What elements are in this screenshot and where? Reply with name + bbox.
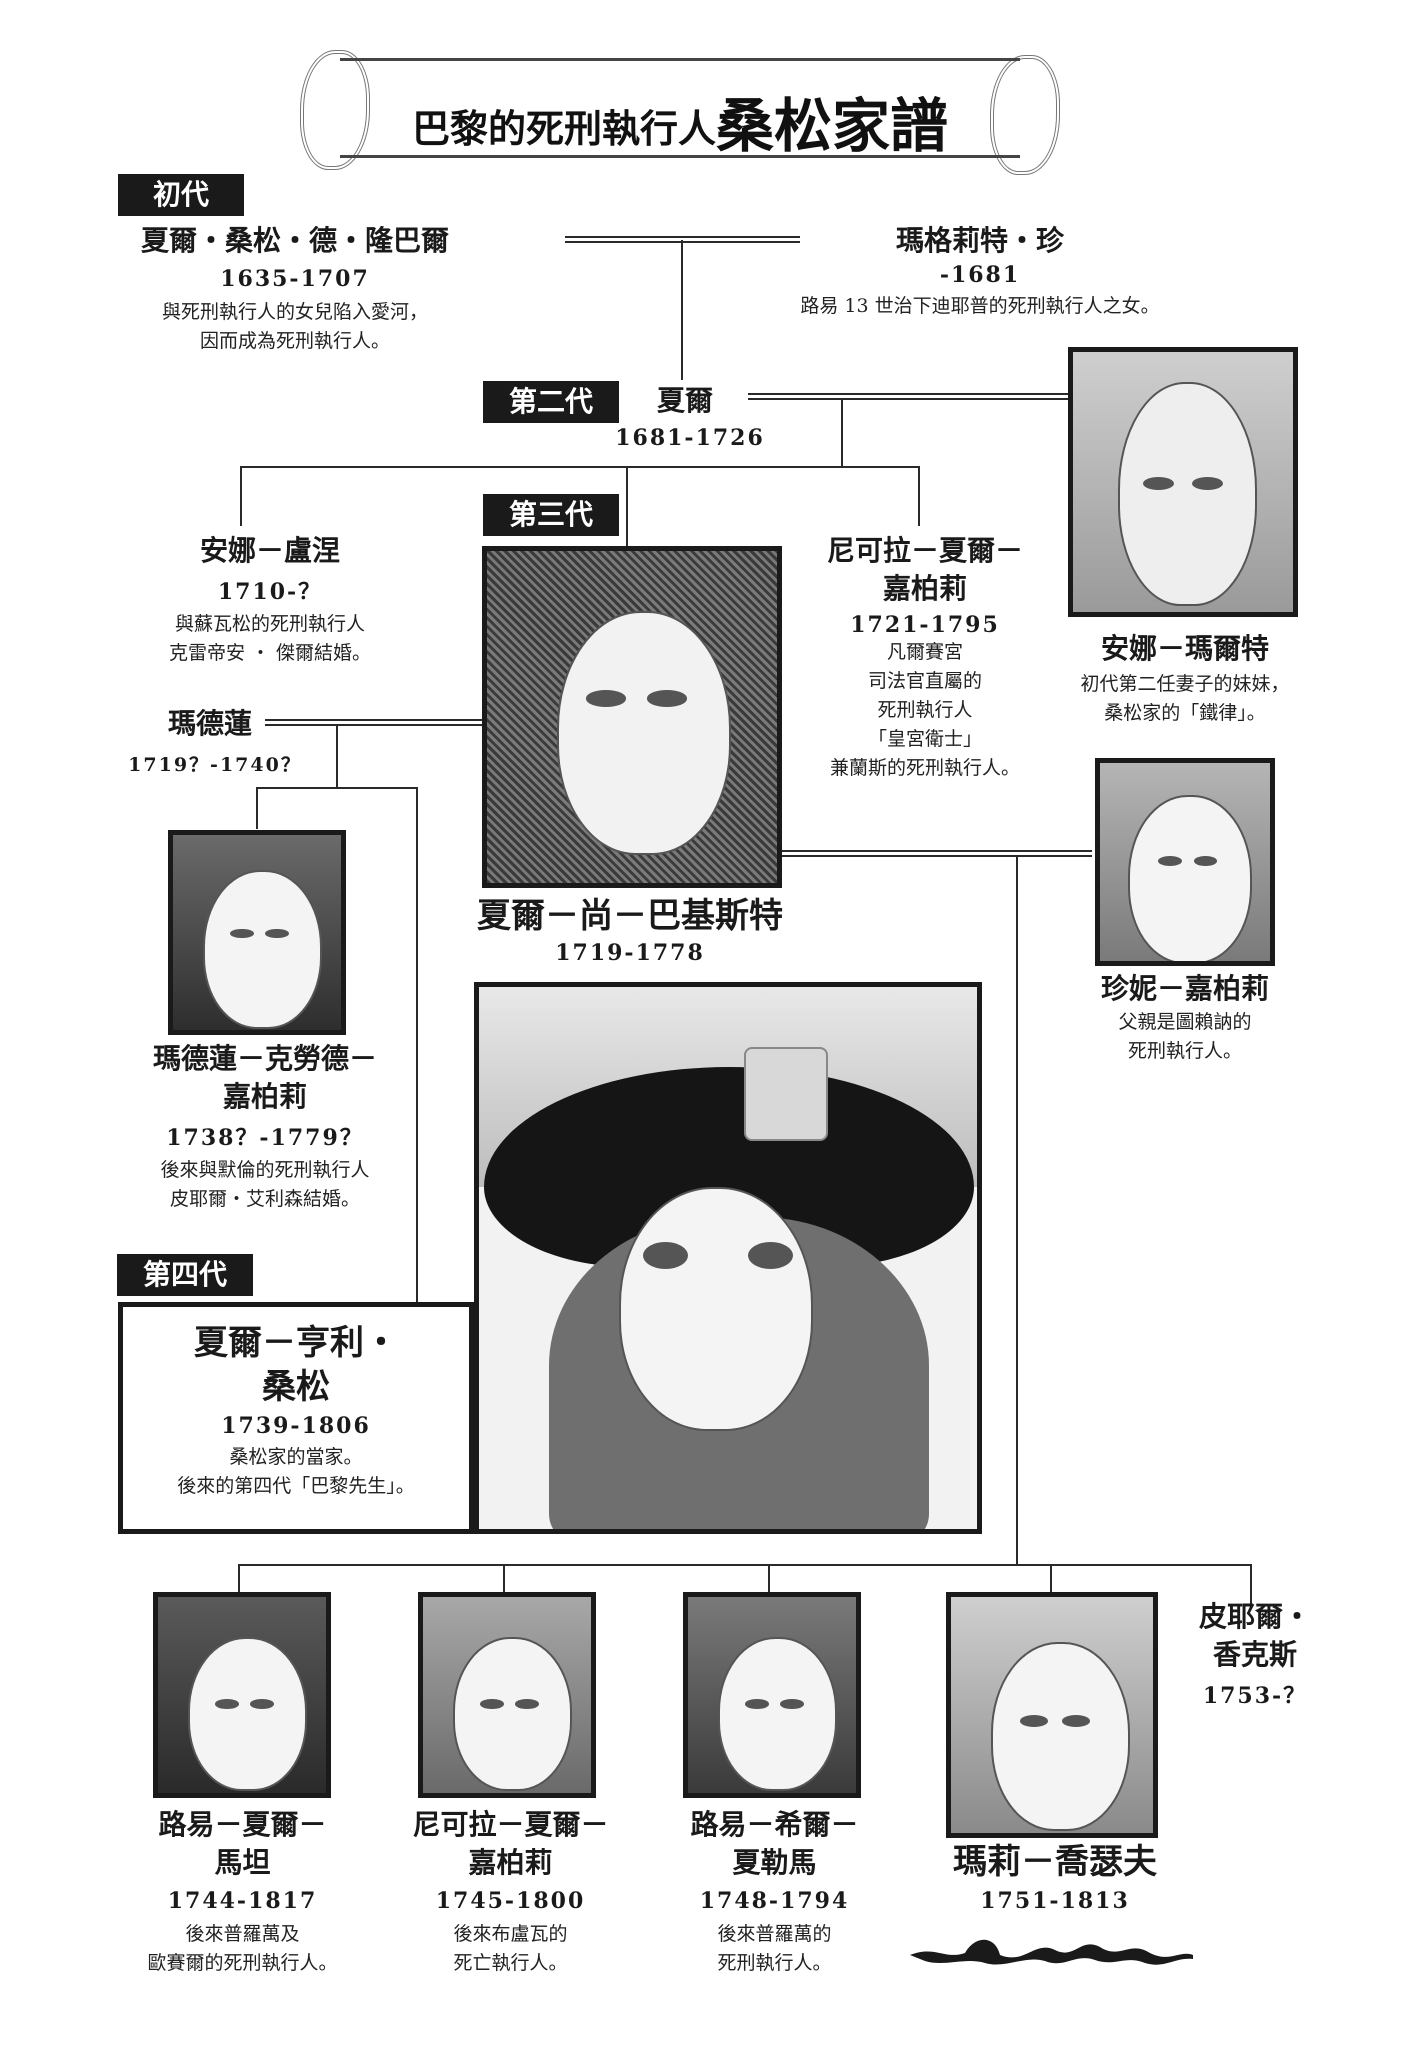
person-name-charles-jean-baptiste: 夏爾－尚－巴基斯特 <box>477 896 783 936</box>
ornament-left-icon <box>300 50 370 170</box>
connector <box>626 466 628 548</box>
person-name: 夏爾－亨利・ 桑松 <box>194 1323 398 1407</box>
sibling-bar-madeleine <box>256 787 418 789</box>
person-name: 瑪德蓮－克勞德－ 嘉柏莉 <box>152 1042 377 1113</box>
ink-flourish-icon <box>905 1925 1195 1975</box>
generation-label-2: 第二代 <box>483 381 619 423</box>
descent-line <box>681 240 683 380</box>
person-charles-henri-box: 夏爾－亨利・ 桑松 1739-1806 桑松家的當家。 後來的第四代「巴黎先生」… <box>118 1302 474 1534</box>
connector <box>336 726 338 788</box>
person-anne-marthe: 安娜－瑪爾特 初代第二任妻子的妹妹， 桑松家的「鐵律」。 <box>1030 630 1340 728</box>
person-note: 初代第二任妻子的妹妹， 桑松家的「鐵律」。 <box>1080 673 1290 724</box>
person-years: -1681 <box>939 262 1021 288</box>
person-years: 1753-？ <box>1202 1683 1308 1709</box>
person-years: 1738？-1779？ <box>166 1125 364 1151</box>
person-years: 1748-1794 <box>699 1888 850 1914</box>
person-name: 珍妮－嘉柏莉 <box>1100 972 1269 1005</box>
ornament-right-icon <box>990 55 1060 175</box>
marriage-line-2 <box>748 393 1070 400</box>
person-name: 夏爾・桑松・德・隆巴爾 <box>140 224 449 257</box>
connector <box>256 787 258 829</box>
person-name: 安娜－瑪爾特 <box>1100 632 1269 665</box>
portrait-anne-marthe <box>1068 347 1298 617</box>
person-name: 路易－夏爾－ 馬坦 <box>158 1808 327 1879</box>
person-marguerite: 瑪格莉特・珍 -1681 路易 13 世治下迪耶普的死刑執行人之女。 <box>730 222 1230 321</box>
portrait-louis-charles <box>153 1592 331 1798</box>
connector <box>240 466 242 526</box>
connector <box>918 466 920 526</box>
person-louis-cyr: 路易－希爾－ 夏勒馬 1748-1794 後來普羅萬的 死刑執行人。 <box>642 1806 907 1978</box>
marriage-line-3 <box>265 719 490 726</box>
person-years: 1635-1707 <box>220 266 370 292</box>
person-marie-josephe: 瑪莉－喬瑟夫 1751-1813 <box>900 1840 1210 1914</box>
connector <box>1250 1564 1252 1604</box>
person-note: 與蘇瓦松的死刑執行人 克雷帝安 ・ 傑爾結婚。 <box>168 613 372 664</box>
generation-label-1: 初代 <box>118 174 244 216</box>
person-jeanne: 珍妮－嘉柏莉 父親是圖賴訥的 死刑執行人。 <box>1060 970 1310 1066</box>
person-name: 瑪莉－喬瑟夫 <box>953 1842 1157 1882</box>
person-louis-charles: 路易－夏爾－ 馬坦 1744-1817 後來普羅萬及 歐賽爾的死刑執行人。 <box>110 1806 375 1978</box>
descent-line-2 <box>841 400 843 467</box>
person-note: 與死刑執行人的女兒陷入愛河， 因而成為死刑執行人。 <box>161 301 428 352</box>
portrait-nicolas-2 <box>418 1592 596 1798</box>
person-years: 1721-1795 <box>850 612 1000 638</box>
person-years-madeleine: 1719？-1740？ <box>128 754 302 776</box>
sibling-bar-3 <box>240 466 920 468</box>
person-anne-renee: 安娜－盧涅 1710-？ 與蘇瓦松的死刑執行人 克雷帝安 ・ 傑爾結婚。 <box>140 532 400 668</box>
portrait-madeleine-claude <box>168 830 346 1035</box>
generation-label-4: 第四代 <box>117 1254 253 1296</box>
person-name-madeleine: 瑪德蓮 <box>167 707 252 740</box>
person-years: 1739-1806 <box>221 1413 371 1439</box>
portrait-charles-jean-baptiste <box>482 546 782 888</box>
person-years-charles-jean-baptiste: 1719-1778 <box>555 940 705 966</box>
person-note: 路易 13 世治下迪耶普的死刑執行人之女。 <box>800 295 1160 317</box>
person-nicolas-1: 尼可拉－夏爾－ 嘉柏莉 1721-1795 凡爾賽宮 司法官直屬的 死刑執行人 … <box>790 532 1060 783</box>
person-name: 尼可拉－夏爾－ 嘉柏莉 <box>412 1808 609 1879</box>
title-banner: 巴黎的死刑執行人桑松家譜 <box>340 58 1020 160</box>
portrait-charles-henri <box>474 982 982 1534</box>
person-name-charles-2: 夏爾 <box>656 384 713 417</box>
person-name: 皮耶爾・ 香克斯 <box>1198 1600 1311 1671</box>
person-madeleine-claude: 瑪德蓮－克勞德－ 嘉柏莉 1738？-1779？ 後來與默倫的死刑執行人 皮耶爾… <box>110 1040 420 1214</box>
person-name: 尼可拉－夏爾－ 嘉柏莉 <box>826 534 1023 605</box>
portrait-marie-josephe <box>946 1592 1158 1838</box>
descent-line-4 <box>1016 856 1018 1566</box>
portrait-jeanne <box>1095 758 1275 966</box>
person-nicolas-2: 尼可拉－夏爾－ 嘉柏莉 1745-1800 後來布盧瓦的 死亡執行人。 <box>378 1806 643 1978</box>
person-years: 1751-1813 <box>980 1888 1130 1914</box>
connector <box>416 787 418 1305</box>
person-years: 1710-？ <box>217 579 323 605</box>
person-note: 父親是圖賴訥的 死刑執行人。 <box>1118 1011 1252 1062</box>
person-note: 後來普羅萬的 死刑執行人。 <box>717 1923 832 1974</box>
person-note: 後來與默倫的死刑執行人 皮耶爾・艾利森結婚。 <box>160 1159 370 1210</box>
person-years-charles-2: 1681-1726 <box>615 425 765 451</box>
person-name: 路易－希爾－ 夏勒馬 <box>690 1808 859 1879</box>
person-name: 安娜－盧涅 <box>199 534 340 567</box>
person-note: 後來普羅萬及 歐賽爾的死刑執行人。 <box>147 1923 338 1974</box>
person-years: 1745-1800 <box>435 1888 586 1914</box>
person-pierre: 皮耶爾・ 香克斯 1753-？ <box>1185 1598 1325 1710</box>
person-note: 後來布盧瓦的 死亡執行人。 <box>453 1923 568 1974</box>
person-name: 瑪格莉特・珍 <box>895 224 1064 257</box>
person-note: 桑松家的當家。 後來的第四代「巴黎先生」。 <box>177 1446 415 1497</box>
sibling-bar-4 <box>238 1564 1250 1566</box>
person-charles-founder: 夏爾・桑松・德・隆巴爾 1635-1707 與死刑執行人的女兒陷入愛河， 因而成… <box>105 222 485 356</box>
hat-badge-icon <box>744 1047 828 1141</box>
person-note: 凡爾賽宮 司法官直屬的 死刑執行人 「皇宮衛士」 兼蘭斯的死刑執行人。 <box>829 641 1020 779</box>
title-prefix: 巴黎的死刑執行人 <box>411 106 716 151</box>
portrait-louis-cyr <box>683 1592 861 1798</box>
person-years: 1744-1817 <box>167 1888 318 1914</box>
title-main: 桑松家譜 <box>716 92 949 160</box>
generation-label-3: 第三代 <box>483 494 619 536</box>
marriage-line-4 <box>782 850 1092 857</box>
